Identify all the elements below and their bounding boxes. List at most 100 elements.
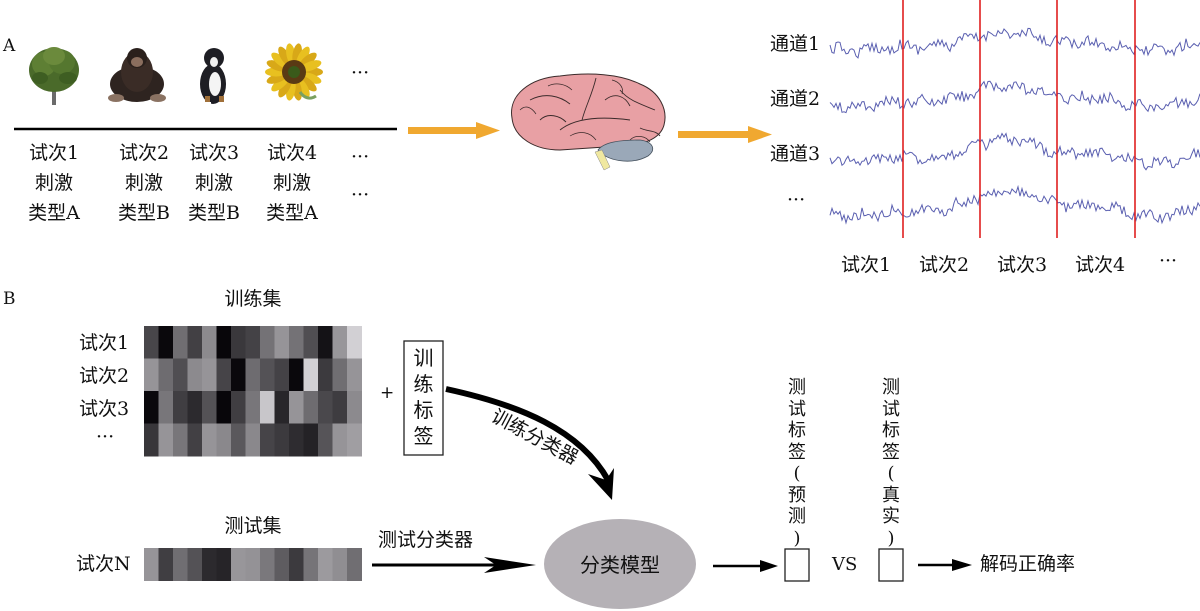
train-cell xyxy=(173,423,188,457)
stim-type-2: 类型B xyxy=(118,202,170,224)
true-label-box xyxy=(878,548,904,582)
chimpanzee-icon xyxy=(108,48,166,102)
tree-icon xyxy=(29,47,79,105)
test-set-heatmap xyxy=(144,548,362,581)
train-label-char: 签 xyxy=(413,424,434,448)
train-label-char: 训 xyxy=(413,346,434,370)
train-label-text: 训 练 标 签 xyxy=(410,345,437,449)
predicted-label-char: 标 xyxy=(788,420,806,441)
train-cell xyxy=(158,391,174,424)
sunflower-petal xyxy=(271,52,290,69)
train-cell xyxy=(173,326,188,359)
train-cell xyxy=(274,423,290,457)
test-cell xyxy=(347,548,362,581)
vs-label: VS xyxy=(832,554,858,575)
true-label-char: ) xyxy=(887,527,895,549)
eeg-traces xyxy=(829,27,1200,225)
training-set-title: 训练集 xyxy=(224,288,282,310)
predicted-label-box xyxy=(784,548,810,582)
true-label-text: 测 试 标 签 ( 真 实 ) xyxy=(880,377,902,549)
train-label-box xyxy=(403,340,444,456)
sunflower-petal xyxy=(296,46,310,67)
test-cell xyxy=(260,548,275,581)
test-cell xyxy=(303,548,319,581)
channel-label-3: 通道3 xyxy=(770,143,821,165)
stim-type-1: 类型A xyxy=(28,202,80,224)
sunflower-core xyxy=(288,66,300,78)
train-cell xyxy=(158,326,174,359)
test-cell xyxy=(318,548,333,581)
train-cell xyxy=(274,326,290,359)
stim-line2-4: 刺激 xyxy=(272,172,312,194)
train-cell xyxy=(289,358,304,392)
stim-line2-3: 刺激 xyxy=(194,172,234,194)
test-cell xyxy=(245,548,261,581)
brain-icon xyxy=(511,73,666,171)
channel-label-more: ··· xyxy=(787,189,806,211)
train-cell xyxy=(245,391,261,424)
test-row-label: 试次N xyxy=(76,553,131,575)
stim-trial-1: 试次1 xyxy=(28,142,80,164)
test-cell xyxy=(216,548,232,581)
train-cell xyxy=(303,423,319,457)
to-accuracy-arrow xyxy=(918,559,972,571)
trials-ellipsis: ··· xyxy=(351,146,370,168)
train-cell xyxy=(216,358,232,392)
trial-dividers xyxy=(902,0,1136,238)
test-cell xyxy=(173,548,188,581)
sunflower-petal xyxy=(266,60,288,72)
train-cell xyxy=(318,423,333,457)
test-cell xyxy=(332,548,348,581)
train-cell xyxy=(245,423,261,457)
types-ellipsis: ··· xyxy=(351,184,370,206)
predicted-label-char: ( xyxy=(793,463,801,484)
stim-trial-4: 试次4 xyxy=(266,142,318,164)
train-cell xyxy=(289,391,304,424)
test-classifier-label: 测试分类器 xyxy=(378,529,474,551)
train-cell xyxy=(347,326,362,359)
true-label-char: 测 xyxy=(882,377,900,398)
train-cell xyxy=(144,391,159,424)
stim-line2-2: 刺激 xyxy=(124,172,164,194)
eeg-trace-channel-1 xyxy=(829,27,1200,59)
train-cell xyxy=(173,358,188,392)
train-cell xyxy=(144,423,159,457)
sunflower-petal xyxy=(298,75,317,92)
train-row-label-2: 试次2 xyxy=(79,365,130,387)
test-cell xyxy=(231,548,246,581)
sunflower-petal xyxy=(296,77,310,98)
predicted-label-char: 测 xyxy=(788,506,806,527)
train-cell xyxy=(202,423,217,457)
predicted-label-char: 测 xyxy=(788,377,806,398)
stim-type-4: 类型A xyxy=(266,202,318,224)
sunflower-petal xyxy=(271,75,290,92)
train-cell xyxy=(332,391,348,424)
train-cell xyxy=(303,358,319,392)
decoding-accuracy-label: 解码正确率 xyxy=(980,553,1076,575)
panel-b-label: B xyxy=(3,289,16,309)
true-label-char: 试 xyxy=(882,398,900,420)
test-set-title: 测试集 xyxy=(224,515,282,537)
train-cell xyxy=(347,423,362,457)
train-cell xyxy=(289,326,304,359)
train-cell xyxy=(245,358,261,392)
sunflower-petal xyxy=(300,60,322,72)
stim-trial-2: 试次2 xyxy=(118,142,170,164)
train-row-label-more: ··· xyxy=(96,426,115,448)
training-set-heatmap xyxy=(144,326,362,457)
sunflower-petal xyxy=(298,52,317,69)
train-cell xyxy=(231,391,246,424)
train-cell xyxy=(187,358,203,392)
channel-label-1: 通道1 xyxy=(770,33,821,55)
train-cell xyxy=(231,358,246,392)
channel-label-2: 通道2 xyxy=(770,88,821,110)
plus-sign: + xyxy=(380,383,395,403)
train-row-label-3: 试次3 xyxy=(79,398,130,420)
model-label: 分类模型 xyxy=(580,553,660,577)
dog-icon xyxy=(200,48,226,105)
train-row-label-1: 试次1 xyxy=(79,332,130,354)
train-cell xyxy=(260,358,275,392)
arrow-to-eeg xyxy=(678,126,772,143)
train-cell xyxy=(187,326,203,359)
eeg-trace-channel-4 xyxy=(829,184,1200,225)
